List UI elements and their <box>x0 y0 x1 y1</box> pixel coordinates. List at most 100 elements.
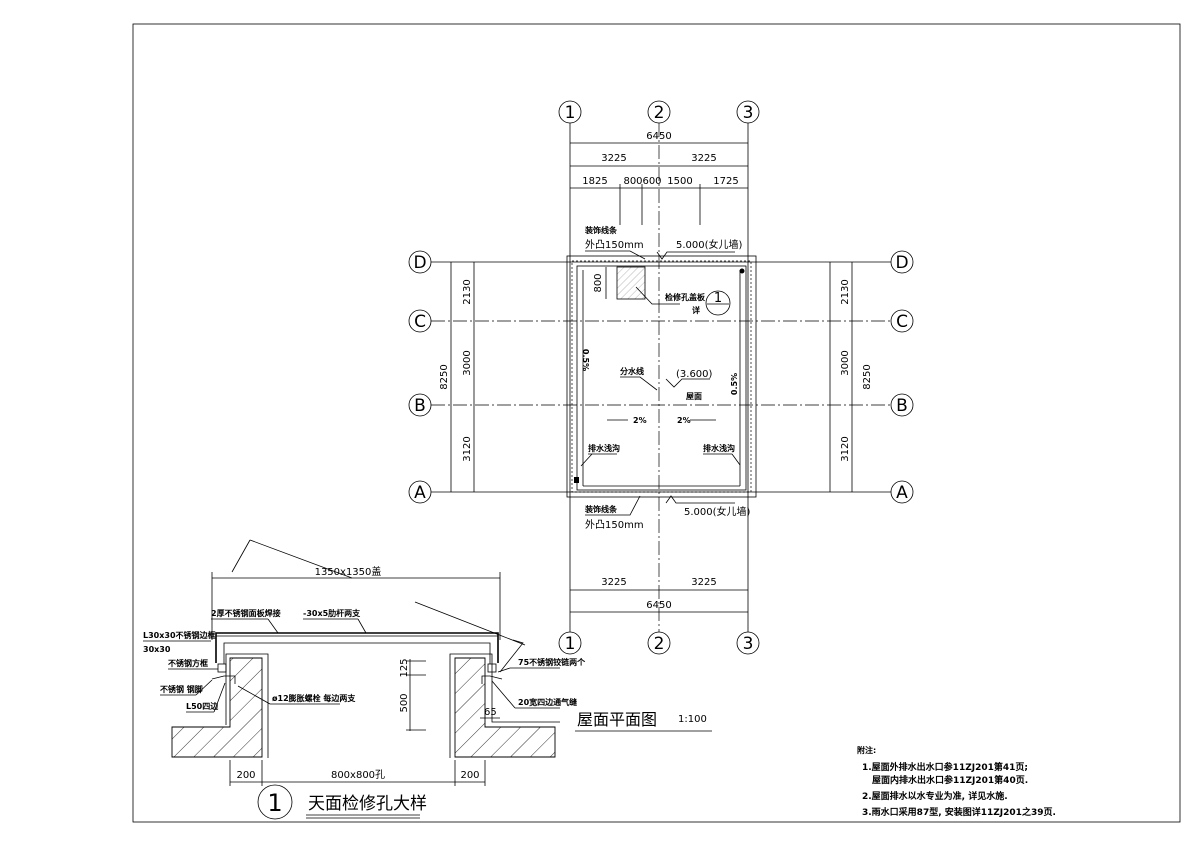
plan-labels-detail-ref-text: 详 <box>692 305 700 315</box>
drawing-line <box>580 453 593 467</box>
drawing-circle <box>890 393 914 417</box>
plan-labels-decor-proj-text: 外凸150mm <box>585 239 644 251</box>
sheet-frame <box>132 23 1181 823</box>
axis-bubble-2-top: 2 <box>647 100 671 124</box>
drawing-polyline <box>225 653 269 758</box>
drawing-circle <box>558 100 582 124</box>
plan-labels-decor-line-text: 装饰线条 <box>584 504 618 514</box>
plan-axes-rows-2-text: B <box>414 396 426 416</box>
drawing-rect <box>566 255 757 498</box>
detail-labels-edge-size-text: 30x30 <box>143 645 171 654</box>
detail-dims-d500-text: 500 <box>399 693 410 712</box>
drawing-line <box>731 453 741 466</box>
drawing-circle <box>890 480 914 504</box>
drawing-circle <box>647 631 671 655</box>
axis-bubble-1-top: 1 <box>558 100 582 124</box>
column-axes: 1 2 3 1 2 3 <box>558 100 760 655</box>
drawing-circle <box>408 250 432 274</box>
drawing-circle <box>408 393 432 417</box>
detail-labels-l50-text: L50四边 <box>186 701 219 711</box>
plan-labels-detail-no-text: 1 <box>714 291 722 306</box>
axis-bubble-A-right: A <box>890 480 914 504</box>
drawing-polyline <box>499 639 524 673</box>
drawing-polyline <box>635 286 680 305</box>
plan-labels-gutter-text: 排水浅沟 <box>588 443 620 453</box>
roof-plan: 1 2 3 1 2 3 D C B A D C B A <box>408 100 914 732</box>
plan-title: 屋面平面图 1:100 <box>575 710 712 732</box>
axis-bubble-2-bottom: 2 <box>647 631 671 655</box>
drawing-circle <box>890 309 914 333</box>
plan-dims-side-parts-1-text: 3000 <box>840 350 851 375</box>
plan-axes-columns-1-text: 2 <box>654 103 665 123</box>
plan-dims-top-parts-0-text: 1825 <box>582 176 607 187</box>
plan-dims-side-parts-2-text: 3120 <box>840 436 851 461</box>
drawing-polyline <box>223 642 491 664</box>
dimensions-left: 8250 2130 3000 3120 <box>439 262 475 492</box>
plan-scale-text: 1:100 <box>678 714 707 725</box>
drawing-rect <box>576 265 747 491</box>
plan-dims-top-total-text: 6450 <box>646 131 671 142</box>
plan-axes-columns-2-text: 3 <box>743 634 754 654</box>
drawing-circle <box>736 631 760 655</box>
plan-axes-rows-0-text: D <box>413 253 426 273</box>
drawing-polyline <box>215 632 499 663</box>
drawing-polyline <box>665 495 735 504</box>
plan-dims-bottom-halves-1-text: 3225 <box>691 577 716 588</box>
drawing-circle <box>705 290 731 316</box>
detail-title-text: 天面检修孔大样 <box>308 794 427 814</box>
detail-labels-bolt-text: ø12膨胀螺栓 每边两支 <box>272 693 356 703</box>
plan-labels-roof-text: 屋面 <box>686 391 702 401</box>
axis-bubble-3-top: 3 <box>736 100 760 124</box>
drawing-circle <box>558 631 582 655</box>
row-axes: D C B A D C B A <box>408 250 914 504</box>
plan-labels-gutter-text: 排水浅沟 <box>703 443 735 453</box>
detail-dims-w200b-text: 200 <box>460 770 479 781</box>
axis-bubble-1-bottom: 1 <box>558 631 582 655</box>
plan-labels-slope-side-text: 0.5% <box>581 349 590 371</box>
drawing-path <box>454 657 556 758</box>
notes-heading-text: 附注: <box>857 745 876 755</box>
drawing-circle <box>408 480 432 504</box>
detail-labels-hinge-text: 75不锈钢铰链两个 <box>518 657 586 667</box>
drawing-line <box>491 680 516 709</box>
dimensions-bottom: 3225 3225 6450 <box>570 577 748 613</box>
plan-labels-parapet-elev-text: 5.000(女儿墙) <box>684 505 751 518</box>
plan-dims-side-parts-0-text: 2130 <box>840 279 851 304</box>
detail-dims-hole-text: 800x800孔 <box>331 769 385 781</box>
detail-labels-angle-text: 不锈钢 钢脚 <box>160 684 203 694</box>
drawing-polyline <box>620 376 658 391</box>
plan-dims-side-parts-2-text: 3120 <box>462 436 473 461</box>
plan-labels-parapet-elev-text: 5.000(女儿墙) <box>676 238 743 251</box>
plan-axes-columns-0-text: 1 <box>565 634 576 654</box>
drawing-rect <box>571 260 752 493</box>
plan-axes-rows-3-text: A <box>896 483 908 503</box>
axis-bubble-B-right: B <box>890 393 914 417</box>
drawing-polyline <box>585 495 641 516</box>
plan-dims-side-parts-0-text: 2130 <box>462 279 473 304</box>
plan-dims-top-parts-4-text: 1725 <box>713 176 738 187</box>
drawing-line <box>414 601 526 646</box>
drawing-circle <box>257 784 293 820</box>
detail-reference-bubble[interactable]: 1 <box>705 290 731 316</box>
plan-dims-bottom-halves-0-text: 3225 <box>601 577 626 588</box>
plan-labels-decor-proj-text: 外凸150mm <box>585 519 644 531</box>
drawing-circle <box>890 250 914 274</box>
drawing-line <box>357 618 367 634</box>
drawing-line <box>267 618 279 634</box>
detail-labels-edge-frame-text: L30x30不锈钢边框 <box>143 630 216 640</box>
hatch-detail-section: 1350x1350盖 2厚不锈钢面板焊接 -30x5肋杆两支 L30x30不锈钢… <box>143 539 586 820</box>
plan-labels-slope-right-text: 2% <box>677 416 691 425</box>
drawing-line <box>231 539 251 573</box>
axis-bubble-B-left: B <box>408 393 432 417</box>
plan-dims-bottom-total-text: 6450 <box>646 600 671 611</box>
plan-dims-top-halves-1-text: 3225 <box>691 153 716 164</box>
plan-dims-top-parts-3-text: 1500 <box>667 176 692 187</box>
plan-labels-roof-elev-text: (3.600) <box>676 369 713 380</box>
general-notes: 附注: 1.屋面外排水出水口参11ZJ201第41页; 屋面内排水出水口参11Z… <box>857 745 1056 818</box>
drawing-circle <box>736 100 760 124</box>
plan-axes-rows-3-text: A <box>414 483 426 503</box>
plan-axes-columns-1-text: 2 <box>654 634 665 654</box>
plan-labels-decor-line-text: 装饰线条 <box>584 225 618 235</box>
drawing-circle <box>739 268 745 274</box>
plan-axes-rows-1-text: C <box>896 312 908 332</box>
